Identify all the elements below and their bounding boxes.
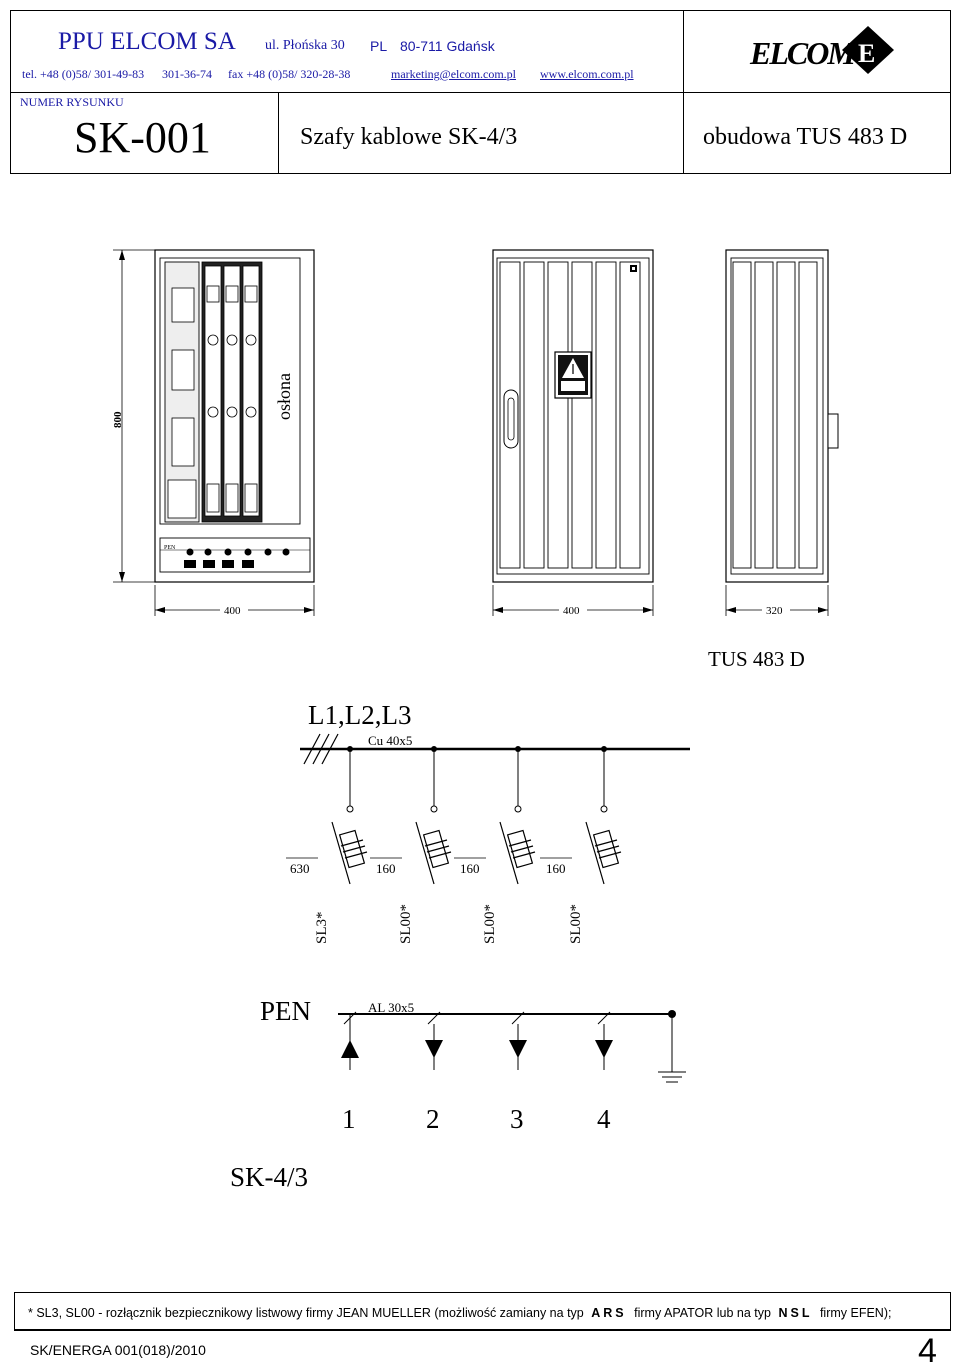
cover-label: osłona bbox=[274, 373, 294, 420]
single-line-schematic: L1,L2,L3 Cu 40x5 bbox=[230, 700, 690, 1192]
drawing-number: SK-001 bbox=[74, 113, 211, 162]
device-2: SL00* bbox=[398, 904, 414, 944]
logo-wordmark: ELCOM bbox=[749, 35, 857, 71]
fax-text: fax +48 (0)58/ 320-28-38 bbox=[228, 67, 351, 81]
phone2-text: 301-36-74 bbox=[162, 67, 212, 81]
elcom-logo: ELCOM E bbox=[740, 22, 900, 78]
footer-divider bbox=[14, 1330, 951, 1331]
device-1: SL3* bbox=[314, 911, 330, 944]
busbar-label: Cu 40x5 bbox=[368, 733, 412, 748]
document-code: SK/ENERGA 001(018)/2010 bbox=[30, 1342, 206, 1358]
pen-label: PEN bbox=[260, 996, 311, 1026]
website-link[interactable]: www.elcom.com.pl bbox=[540, 67, 634, 81]
email-link[interactable]: marketing@elcom.com.pl bbox=[391, 67, 517, 81]
svg-text:E: E bbox=[858, 39, 875, 68]
housing-type: obudowa TUS 483 D bbox=[703, 124, 908, 150]
output-4: 4 bbox=[597, 1104, 611, 1134]
enclosure-type: TUS 483 D bbox=[708, 647, 805, 671]
cabinet-side-view bbox=[725, 249, 839, 583]
device-3: SL00* bbox=[482, 904, 498, 944]
footer-note-frame bbox=[14, 1292, 951, 1330]
depth-dim: 320 bbox=[766, 605, 783, 617]
device-4: SL00* bbox=[568, 904, 584, 944]
cabinet-front-view bbox=[492, 249, 654, 583]
cabinet-open-view: PEN osłona bbox=[154, 249, 315, 583]
address-city: 80-711 Gdańsk bbox=[400, 38, 495, 54]
output-2: 2 bbox=[426, 1104, 440, 1134]
drawing-title: Szafy kablowe SK-4/3 bbox=[300, 124, 518, 150]
rating-4: 160 bbox=[546, 861, 566, 876]
header-divider-v2 bbox=[278, 92, 279, 174]
page-number: 4 bbox=[918, 1332, 937, 1370]
output-3: 3 bbox=[510, 1104, 524, 1134]
header-divider-h bbox=[10, 92, 951, 93]
pen-busbar-label: AL 30x5 bbox=[368, 1000, 414, 1015]
phases-label: L1,L2,L3 bbox=[308, 700, 411, 730]
footer-note-end: firmy EFEN); bbox=[819, 1306, 892, 1320]
height-dim-label: 800 bbox=[112, 411, 124, 428]
width-dim-1: 400 bbox=[224, 605, 241, 617]
output-1: 1 bbox=[342, 1104, 356, 1134]
width-dimensions bbox=[154, 585, 829, 616]
drawing-number-label: NUMER RYSUNKU bbox=[20, 95, 124, 109]
ars-label: ARS bbox=[591, 1306, 627, 1320]
address-country: PL bbox=[370, 38, 388, 54]
address-street: ul. Płońska 30 bbox=[265, 38, 345, 53]
footer-note: * SL3, SL00 - rozłącznik bezpiecznikowy … bbox=[28, 1306, 891, 1320]
company-name: PPU ELCOM SA bbox=[58, 28, 236, 55]
height-dimension: 800 bbox=[112, 249, 155, 583]
header-divider-v1 bbox=[683, 10, 684, 174]
rating-2: 160 bbox=[376, 861, 396, 876]
cabinet-drawings: 800 bbox=[112, 249, 839, 671]
phone-text: tel. +48 (0)58/ 301-49-83 bbox=[22, 67, 145, 81]
rating-1: 630 bbox=[290, 861, 310, 876]
footer-note-mid: firmy APATOR lub na typ bbox=[634, 1306, 771, 1320]
cabinet-name: SK-4/3 bbox=[230, 1162, 308, 1192]
nsl-label: NSL bbox=[778, 1306, 813, 1320]
rating-3: 160 bbox=[460, 861, 480, 876]
pen-small-label: PEN bbox=[164, 545, 176, 551]
width-dim-2: 400 bbox=[563, 605, 580, 617]
footer-note-start: * SL3, SL00 - rozłącznik bezpiecznikowy … bbox=[28, 1306, 584, 1320]
